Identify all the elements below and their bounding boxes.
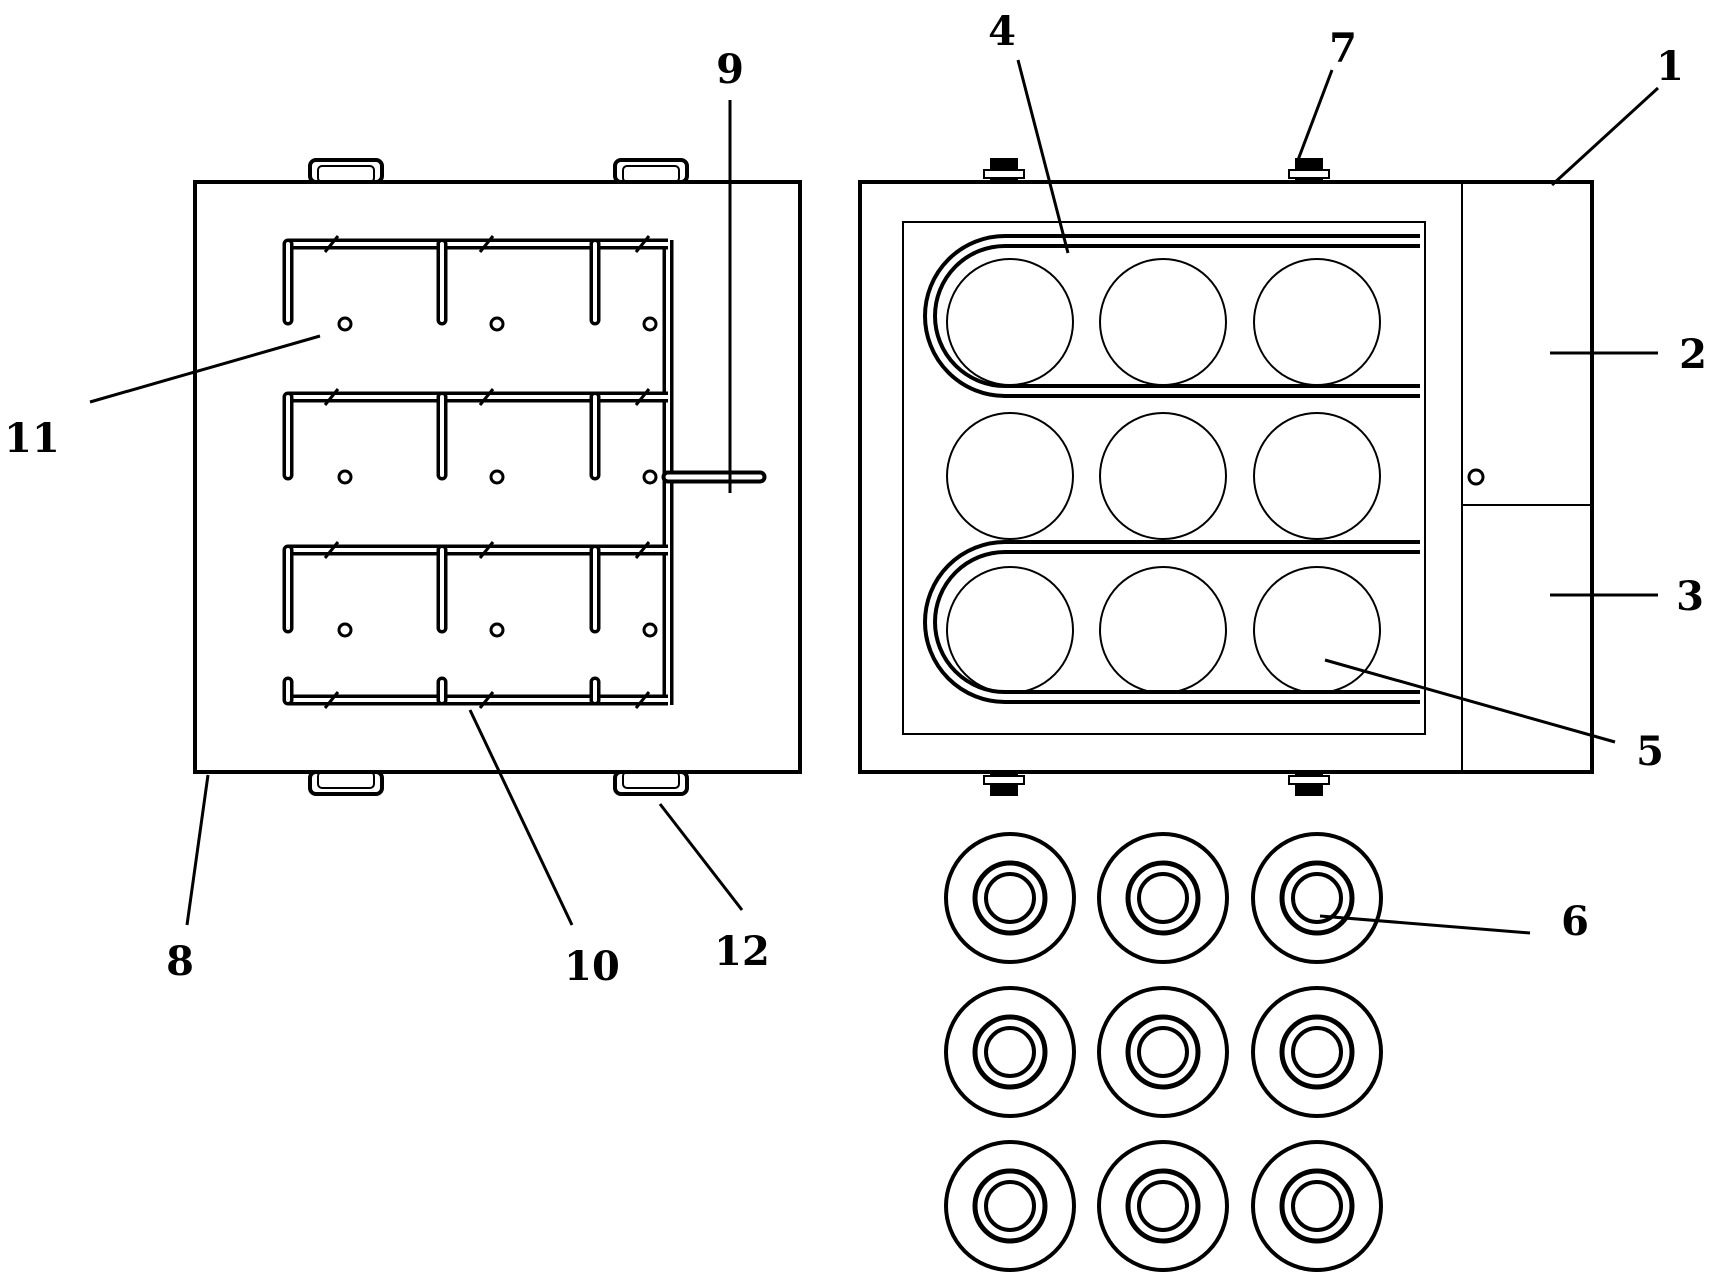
label-12: 12: [714, 928, 770, 975]
label-9: 9: [716, 46, 744, 93]
leader-6: [1319, 914, 1531, 935]
label-2: 2: [1679, 331, 1707, 378]
heating-wire: [282, 235, 767, 709]
leader-5: [1324, 658, 1616, 744]
label-3: 3: [1676, 573, 1704, 620]
label-1: 1: [1656, 43, 1684, 90]
mounting-holes: [337, 316, 658, 638]
handle-bottom-left: [308, 770, 384, 796]
handle-bottom-right: [613, 770, 689, 796]
label-4: 4: [988, 8, 1016, 55]
label-11: 11: [4, 415, 60, 462]
label-8: 8: [166, 938, 194, 985]
clamps: [983, 158, 1330, 796]
handle-top-left: [308, 158, 384, 184]
label-5: 5: [1636, 728, 1664, 775]
handle-top-right: [613, 158, 689, 184]
leader-10: [468, 709, 574, 926]
leader-11: [89, 334, 321, 404]
leader-7: [1296, 69, 1334, 161]
specimen-rings: [944, 832, 1383, 1272]
label-7: 7: [1329, 25, 1357, 72]
leader-1: [1550, 86, 1660, 187]
leader-8: [185, 774, 210, 926]
label-6: 6: [1561, 898, 1589, 945]
right-plate: [858, 158, 1594, 796]
leader-4: [1016, 59, 1070, 254]
leader-lines: [89, 59, 1660, 935]
leader-12: [658, 803, 744, 911]
sample-cavities: [946, 258, 1381, 694]
indicator-hole: [1467, 468, 1485, 486]
heating-tubes: [923, 234, 1420, 704]
label-10: 10: [564, 943, 620, 990]
reference-numerals: 1 2 3 4 5 6 7 8 9 10 11 12: [4, 8, 1707, 990]
left-plate: [193, 158, 802, 796]
